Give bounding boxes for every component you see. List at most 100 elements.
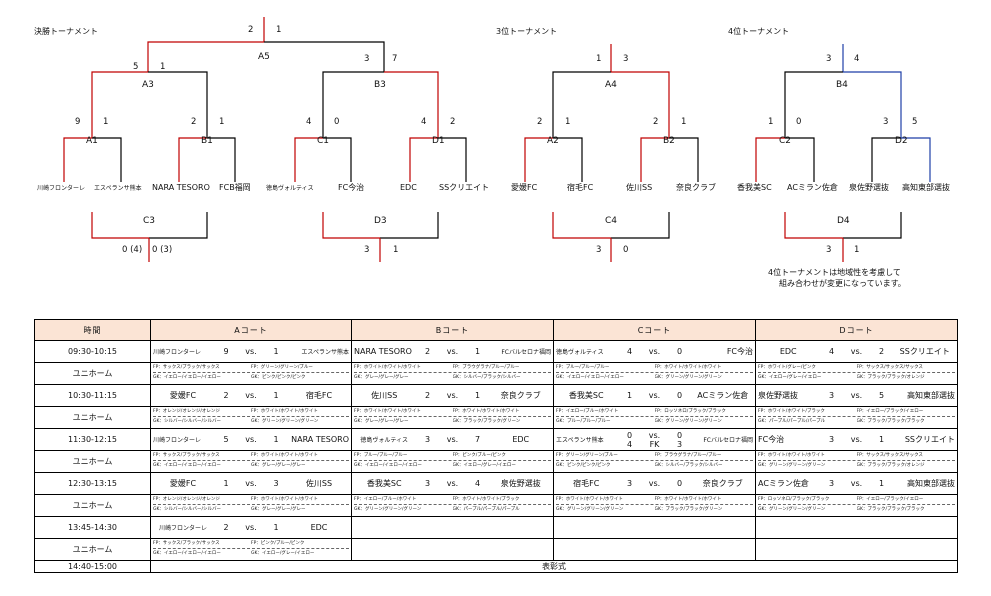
uniform-label: ユニホーム — [34, 450, 151, 473]
time-cell: 10:30-11:15 — [34, 384, 151, 407]
home-team: 愛媛FC — [169, 479, 197, 488]
uniform-text: FP：ホワイト/ホワイト/ホワイト — [354, 409, 421, 414]
versus: vs. — [648, 391, 661, 400]
score: 1 — [596, 54, 602, 64]
score: 1 — [160, 62, 166, 72]
uniform-text: GK：ブラック/ブラック/ブラック — [856, 507, 925, 512]
uniform-text: GK：グリーン/グリーン/グリーン — [758, 463, 826, 468]
team-name: 高知東部選抜 — [902, 183, 950, 192]
score: 1 — [103, 117, 109, 127]
home-team: 泉佐野選抜 — [758, 391, 798, 400]
score: 0 — [796, 117, 802, 127]
uniform-text: FP：ホワイト/ホワイト/ホワイト — [556, 497, 623, 502]
away-score: 1 — [474, 391, 481, 400]
bracket-note-line1: 4位トーナメントは地域性を考慮して — [768, 268, 901, 277]
score: 4 — [854, 54, 860, 64]
schedule-header-row: 時間 Aコート Bコート Cコート Dコート — [34, 319, 958, 341]
match-label: D1 — [432, 136, 445, 146]
uniform-text: FP：ホワイト/グレー/ピンク — [758, 365, 816, 370]
score: 1 — [393, 245, 399, 255]
team-name: 宿毛FC — [567, 183, 594, 192]
away-score: 2 — [878, 347, 885, 356]
uniform-text: FP：ピンク/ブルー/ピンク — [251, 541, 305, 546]
uniform-text: GK：グリーン/グリーン/グリーン — [654, 419, 722, 424]
uniform-text: GK：シルバー/ブラック/シルバー — [452, 375, 521, 380]
team-name: NARA TESORO — [152, 183, 210, 192]
home-score: 2 — [223, 391, 229, 400]
bracket-note-line2: 組み合わせが変更になっています。 — [779, 279, 906, 288]
versus: vs. — [850, 435, 863, 444]
header-court-a: Aコート — [150, 319, 352, 341]
versus: vs. — [245, 391, 257, 400]
away-score: 0 — [676, 391, 683, 400]
ceremony-time: 14:40-15:00 — [34, 560, 151, 573]
away-score: 1 — [273, 347, 279, 356]
away-score: 1 — [273, 391, 279, 400]
uniform-text: GK：ブラック/ブラック/オレンジ — [856, 463, 925, 468]
team-name: 泉佐野選抜 — [849, 183, 889, 192]
team-name: 愛媛FC — [511, 183, 538, 192]
home-score: 4 — [626, 347, 633, 356]
away-team: 佐川SS — [305, 479, 333, 488]
home-score: 5 — [223, 435, 229, 444]
third-bracket-title: 3位トーナメント — [496, 27, 558, 36]
away-team: EDC — [512, 435, 530, 444]
score: 3 — [826, 245, 832, 255]
home-score: 3 — [626, 479, 633, 488]
away-team: 奈良クラブ — [702, 479, 743, 488]
home-team: FC今治 — [758, 435, 785, 444]
uniform-cell — [553, 538, 756, 561]
away-team: SSクリエイト — [904, 435, 955, 444]
versus: vs.FK — [643, 431, 667, 449]
home-team: エスペランサ熊本 — [556, 437, 604, 444]
team-name: FCB福岡 — [219, 183, 251, 192]
home-team: ACミラン佐倉 — [758, 479, 809, 488]
versus: vs. — [850, 479, 863, 488]
match-cell — [351, 516, 554, 539]
uniform-text: FP：サックス/ブラック/サックス — [153, 365, 220, 370]
match-label: A3 — [142, 80, 154, 90]
score: 3 — [364, 54, 370, 64]
uniform-label: ユニホーム — [34, 406, 151, 429]
match-label: A2 — [547, 136, 559, 146]
uniform-text: FP：サックス/ブラック/サックス — [153, 453, 220, 458]
uniform-text: GK：イエロー/イエロー/イエロー — [153, 551, 221, 556]
team-name: 奈良クラブ — [676, 183, 716, 192]
home-score-main: 0 — [626, 430, 633, 440]
match-label: B3 — [374, 80, 386, 90]
uniform-text: FP：イエロー/ブラック/イエロー — [856, 497, 924, 502]
score: 0 — [334, 117, 340, 127]
team-name: 香我美SC — [737, 183, 772, 192]
team-name: 川崎フロンターレ — [37, 185, 86, 192]
uniform-label: ユニホーム — [34, 538, 151, 561]
home-score: 3 — [828, 391, 835, 400]
away-team: EDC — [310, 523, 328, 532]
match-label: C3 — [143, 216, 156, 226]
uniform-text: FP：ホワイト/ホワイト/ホワイト — [452, 409, 520, 414]
score: 0 (4) — [122, 245, 143, 255]
